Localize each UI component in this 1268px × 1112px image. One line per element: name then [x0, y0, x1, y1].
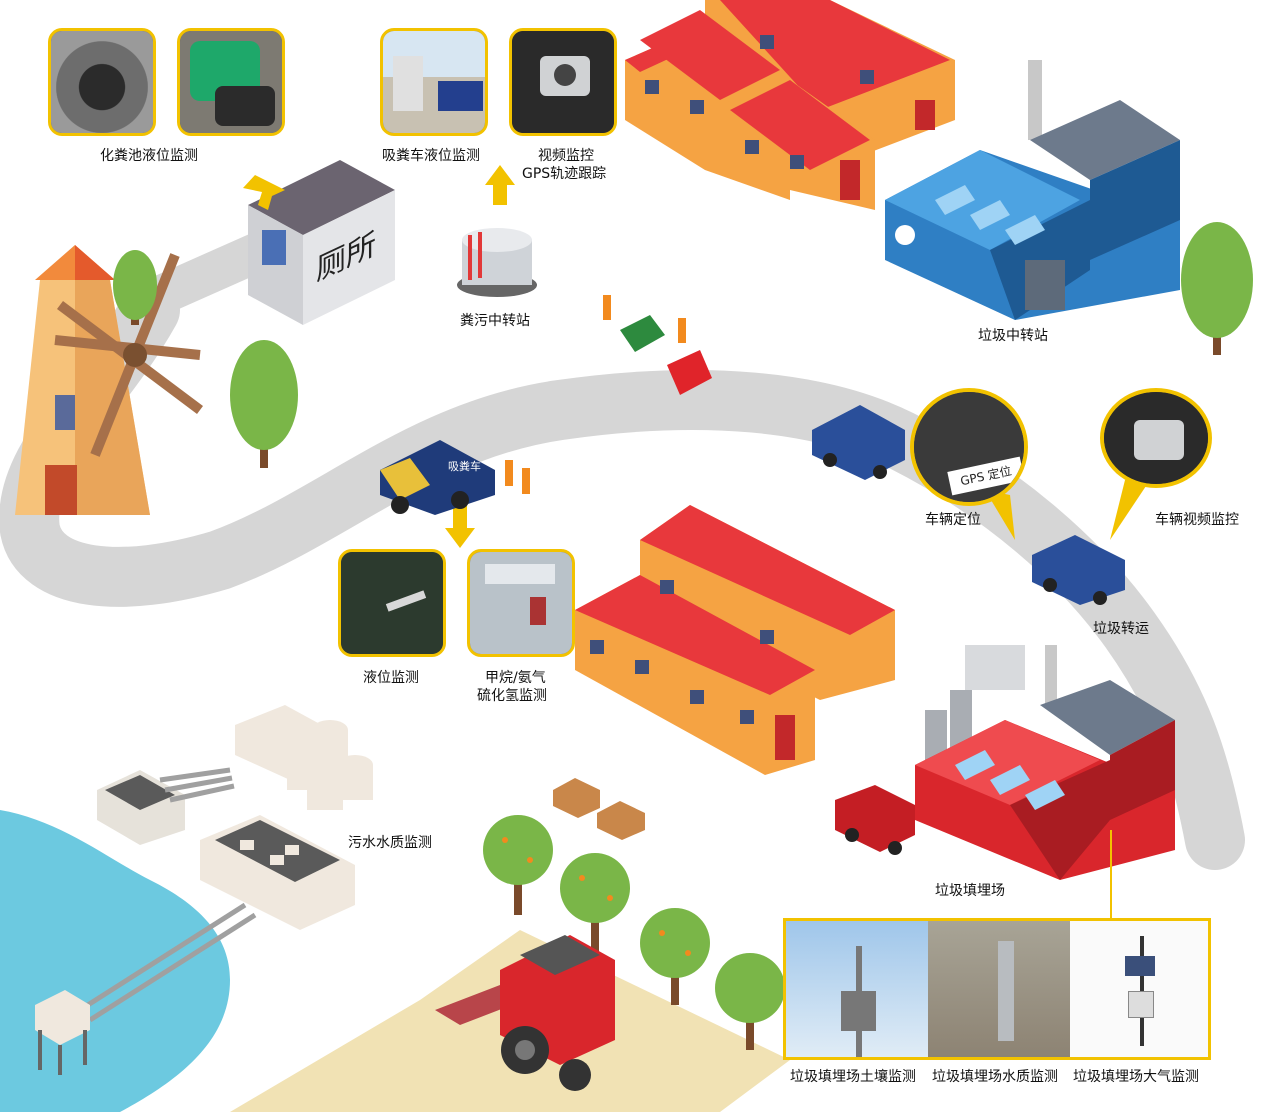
- liquid-level-photo: [338, 549, 446, 657]
- septic-tank-photo: [48, 28, 156, 136]
- vehicle-video-callout: [1100, 388, 1212, 488]
- sewage-treatment-plant: [35, 705, 373, 1075]
- truck-label: 吸粪车: [448, 459, 481, 473]
- suction-truck-photo: [380, 28, 488, 136]
- windmill: [15, 245, 203, 515]
- label-suction-level: 吸粪车液位监测: [382, 148, 480, 164]
- garbage-truck: [1032, 535, 1125, 605]
- label-soil: 垃圾填埋场土壤监测: [790, 1069, 916, 1085]
- main-road: [0, 280, 1245, 870]
- orange-tree: [483, 815, 553, 915]
- label-video-monitor: 视频监控: [538, 148, 594, 164]
- arrow-up-icon: [243, 175, 285, 210]
- label-liquid-level: 液位监测: [363, 670, 419, 686]
- label-manure-station: 粪污中转站: [460, 313, 530, 329]
- house-row-top: [625, 0, 955, 210]
- tree: [230, 340, 298, 468]
- label-garbage-transport: 垃圾转运: [1093, 621, 1149, 637]
- orange-tree: [715, 953, 785, 1050]
- wooden-crates: [553, 778, 645, 840]
- soil-monitor-photo: [786, 921, 928, 1057]
- tractor: [435, 935, 615, 1091]
- arrow-up-icon: [485, 165, 515, 205]
- label-gas-1: 甲烷/氨气: [485, 670, 546, 686]
- water-monitor-photo: [928, 921, 1070, 1057]
- label-sewage-quality: 污水水质监测: [348, 835, 432, 851]
- house-row-bottom: [575, 505, 895, 775]
- label-gps-track: GPS轨迹跟踪: [522, 166, 607, 182]
- label-water: 垃圾填埋场水质监测: [932, 1069, 1058, 1085]
- tree: [113, 250, 157, 325]
- garbage-transfer-station: [885, 60, 1180, 320]
- label-landfill: 垃圾填埋场: [935, 883, 1005, 899]
- landfill-monitoring-panel: [783, 918, 1211, 1060]
- suction-truck: 吸粪车: [380, 440, 530, 515]
- tree: [1181, 222, 1253, 355]
- callout-tail: [985, 490, 1015, 540]
- vehicle-gps-callout: GPS 定位: [910, 388, 1028, 506]
- callout-tail: [1110, 480, 1150, 540]
- sensor-hand-photo: [177, 28, 285, 136]
- label-vehicle-location: 车辆定位: [925, 512, 981, 528]
- label-air: 垃圾填埋场大气监测: [1073, 1069, 1199, 1085]
- label-gas-2: 硫化氢监测: [477, 688, 547, 704]
- orange-tree: [560, 853, 630, 955]
- garbage-bins: [603, 295, 712, 395]
- air-monitor-photo: [1070, 921, 1208, 1057]
- orange-tree: [640, 908, 710, 1005]
- garbage-truck: [812, 405, 905, 480]
- vehicle-camera-photo: [509, 28, 617, 136]
- manure-tank: [457, 228, 537, 297]
- arrow-down-icon: [445, 505, 475, 548]
- label-garbage-station: 垃圾中转站: [978, 328, 1048, 344]
- label-vehicle-video: 车辆视频监控: [1155, 512, 1239, 528]
- label-septic-level: 化粪池液位监测: [100, 148, 198, 164]
- toilet-building: [248, 160, 395, 325]
- gas-sensor-photo: [467, 549, 575, 657]
- water-area: [0, 810, 230, 1112]
